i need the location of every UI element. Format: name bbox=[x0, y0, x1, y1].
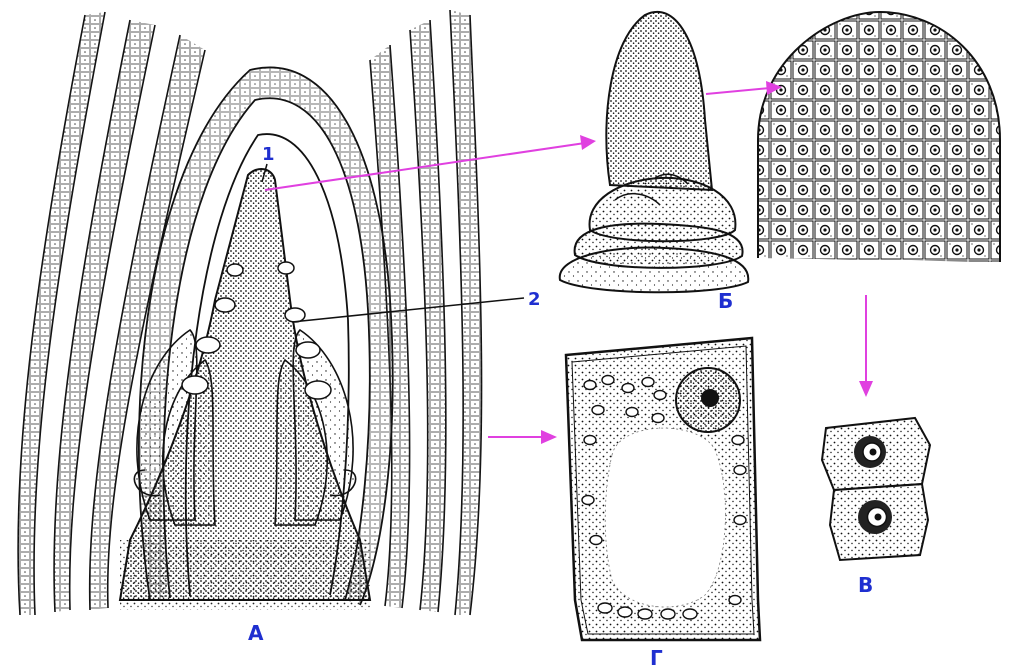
panel-g-single-cell bbox=[566, 338, 760, 640]
meristem-dome bbox=[750, 0, 1009, 270]
panel-v-label: В bbox=[858, 573, 873, 597]
callout-1-label: 1 bbox=[262, 144, 275, 165]
callout-2-label: 2 bbox=[528, 289, 541, 310]
arrow-b-to-dome bbox=[706, 88, 770, 94]
callout-2-leader bbox=[292, 298, 524, 322]
panel-a-label: А bbox=[248, 621, 264, 645]
panel-b-label: Б bbox=[718, 289, 733, 313]
panel-a-section bbox=[18, 10, 481, 615]
panel-g-label: Г bbox=[650, 646, 663, 667]
panel-v-two-cells bbox=[822, 418, 930, 560]
panel-b-external-apex bbox=[560, 12, 749, 292]
